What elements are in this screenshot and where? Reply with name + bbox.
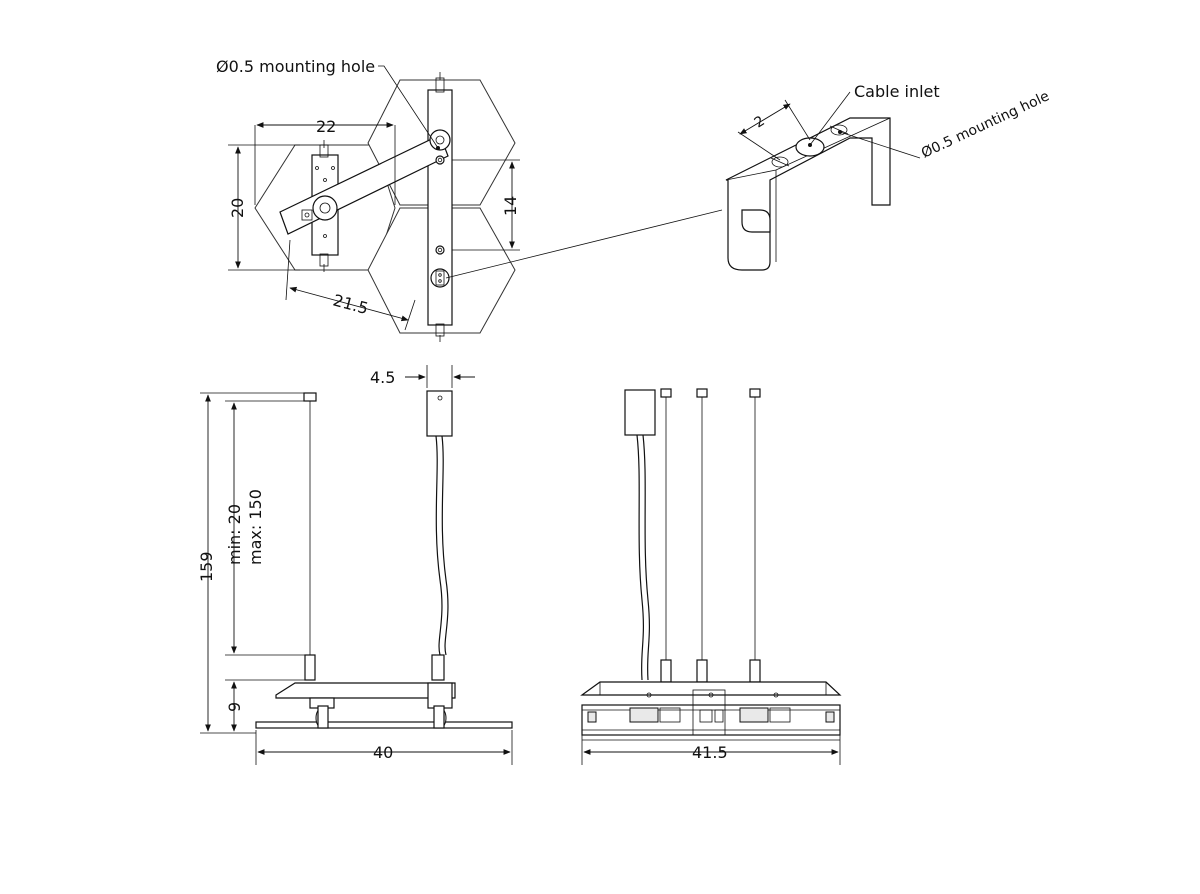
dim-22: 22 xyxy=(316,117,336,136)
dim-159: 159 xyxy=(197,551,216,582)
dim-40: 40 xyxy=(373,743,393,762)
front-view xyxy=(200,365,513,765)
panel-lower xyxy=(255,721,513,729)
dim-4-5: 4.5 xyxy=(370,368,395,387)
canopy-side xyxy=(624,389,656,436)
top-view xyxy=(228,65,723,342)
cable-inlet-detail xyxy=(430,268,450,288)
canopy xyxy=(426,390,453,437)
dim-cable-min: min: 20 xyxy=(225,504,244,565)
cable-inlet-label: Cable inlet xyxy=(854,82,940,101)
dim-21-5: 21.5 xyxy=(331,291,370,319)
side-view xyxy=(580,388,842,765)
panel-side-body xyxy=(581,704,841,736)
dim-9: 9 xyxy=(225,702,244,712)
dim-14: 14 xyxy=(501,196,520,216)
mounting-hole-label: Ø0.5 mounting hole xyxy=(216,57,375,76)
dim-cable-max: max: 150 xyxy=(246,489,265,565)
dim-20: 20 xyxy=(228,198,247,218)
dim-41-5: 41.5 xyxy=(692,743,728,762)
panel-upper xyxy=(275,682,456,699)
dim-2: 2 xyxy=(752,113,768,131)
right-rail xyxy=(427,89,453,326)
bracket-detail xyxy=(725,91,921,271)
